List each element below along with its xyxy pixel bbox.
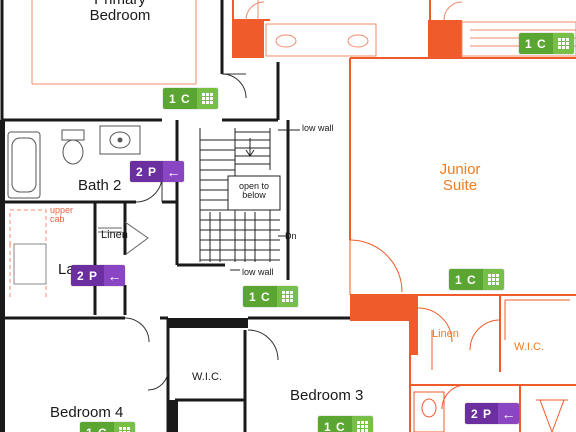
note-upper-cab: upper cab — [50, 205, 74, 225]
grid-icon — [351, 416, 373, 432]
arrow-left-icon: ← — [498, 403, 520, 424]
grid-icon — [113, 422, 135, 432]
room-label-wic-center: W.I.C. — [192, 371, 222, 383]
primary-bedroom-outline — [31, 0, 197, 85]
room-label-bedroom-4: Bedroom 4 — [50, 404, 124, 421]
room-label-linen-right: Linen — [432, 328, 459, 340]
tag-1c-primary-bedroom[interactable]: 1 C — [163, 88, 218, 109]
arrow-left-icon: ← — [104, 265, 126, 286]
grid-icon — [276, 286, 298, 307]
room-label-wic-right: W.I.C. — [514, 341, 544, 353]
tag-code: 1 C — [318, 416, 352, 432]
room-label-bedroom-3: Bedroom 3 — [290, 387, 364, 404]
tag-code: 1 C — [519, 33, 553, 54]
linen-left — [98, 221, 149, 256]
tag-1c-bedroom-4[interactable]: 1 C — [80, 422, 135, 432]
bath-2-fixtures — [7, 125, 141, 199]
room-label-laundry: La — [58, 261, 75, 278]
tag-1c-hall[interactable]: 1 C — [243, 286, 298, 307]
tag-2p-laundry[interactable]: 2 P ← — [71, 265, 126, 286]
tag-1c-top-right[interactable]: 1 C — [519, 33, 574, 54]
room-label-linen-left: Linen — [101, 229, 128, 241]
note-dn: Dn — [285, 231, 297, 241]
tag-2p-bath-2[interactable]: 2 P ← — [130, 161, 185, 182]
note-open-to-below: open to below — [238, 181, 270, 201]
black-wall-blocks — [0, 120, 248, 432]
grid-icon — [196, 88, 218, 109]
tag-1c-junior-suite[interactable]: 1 C — [449, 269, 504, 290]
grid-icon — [552, 33, 574, 54]
tag-1c-bedroom-3[interactable]: 1 C — [318, 416, 373, 432]
upper-cab — [9, 209, 47, 300]
grid-icon — [482, 269, 504, 290]
note-low-wall-top: low wall — [302, 123, 334, 133]
room-label-bath-2: Bath 2 — [78, 177, 122, 194]
orange-wall-blocks — [232, 20, 462, 355]
stairs — [199, 128, 300, 271]
tag-code: 1 C — [163, 88, 197, 109]
tag-code: 2 P — [130, 161, 164, 182]
orange-walls — [232, 0, 576, 432]
arrow-left-icon: ← — [163, 161, 185, 182]
tag-code: 2 P — [465, 403, 499, 424]
laundry-machines — [13, 243, 47, 285]
room-label-junior-suite: Junior Suite — [439, 161, 481, 194]
orange-doors — [349, 239, 570, 432]
room-label-primary-bedroom: Primary Bedroom — [89, 0, 151, 24]
tag-code: 1 C — [243, 286, 277, 307]
black-walls — [0, 0, 350, 432]
note-low-wall-bottom: low wall — [242, 267, 274, 277]
tag-2p-junior-bath[interactable]: 2 P ← — [465, 403, 520, 424]
tag-code: 2 P — [71, 265, 105, 286]
tag-code: 1 C — [449, 269, 483, 290]
tag-code: 1 C — [80, 422, 114, 432]
